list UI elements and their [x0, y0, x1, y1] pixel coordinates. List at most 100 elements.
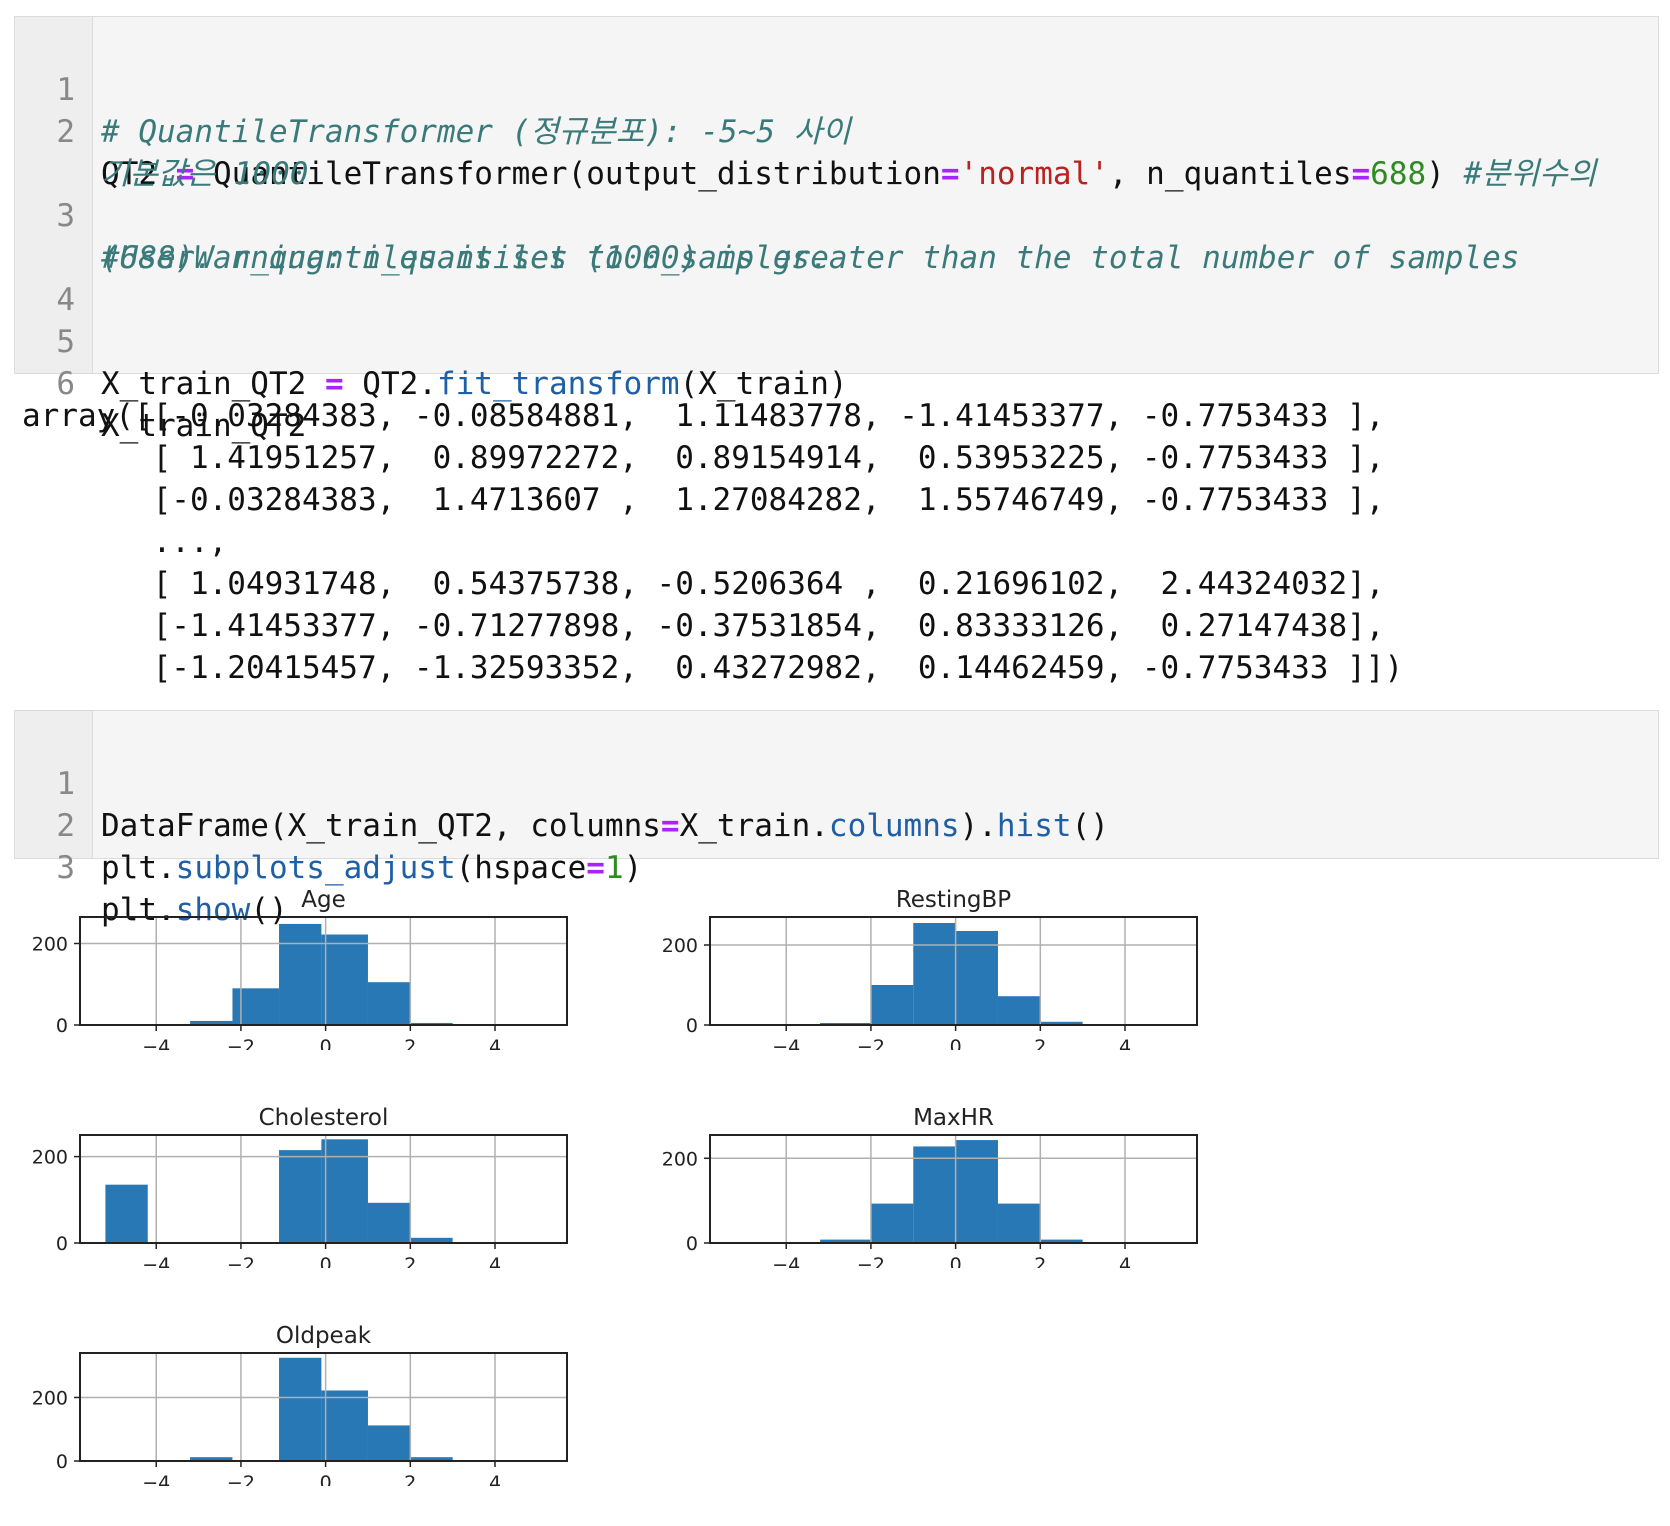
y-tick-label: 0	[686, 1015, 698, 1037]
axes-frame	[709, 916, 1198, 1026]
histogram-bar	[955, 931, 998, 1025]
histogram-bar	[1040, 1021, 1083, 1025]
x-tick-label: 0	[320, 1036, 332, 1050]
code-function: fit_transform	[436, 366, 680, 402]
code-token: )	[623, 850, 643, 886]
x-tick-label: −4	[772, 1254, 800, 1268]
code-comment: #분위수의	[1463, 156, 1597, 192]
code-token: (X_train)	[679, 366, 848, 402]
axes-frame	[79, 916, 568, 1026]
line-number: 6	[56, 366, 75, 402]
x-tick-label: −4	[142, 1472, 170, 1486]
axes-frame	[79, 1352, 568, 1462]
line-number: 5	[56, 324, 75, 360]
x-tick-label: −2	[227, 1036, 255, 1050]
histogram-bar	[820, 1239, 871, 1243]
code-comment: (688). n_quantiles is set to n_samples.	[101, 240, 829, 276]
code-line-1: # QuantileTransformer (정규분포): -5~5 사이	[101, 111, 851, 153]
code-operator: =	[660, 808, 680, 844]
code-token: X_train_QT2	[101, 366, 325, 402]
histogram-bar	[279, 923, 322, 1025]
line-number: 3	[56, 850, 75, 886]
axes-frame	[79, 1134, 568, 1244]
code-token: X_train_QT2	[101, 408, 307, 444]
x-tick-label: 2	[404, 1472, 416, 1486]
y-tick-label: 200	[662, 1148, 698, 1170]
x-tick-label: 2	[404, 1036, 416, 1050]
histogram-bar	[321, 1139, 368, 1243]
x-tick-label: 0	[950, 1254, 962, 1268]
code-comment: #UserWarning: n_quantiles (1000) is grea…	[101, 240, 1520, 276]
y-tick-label: 200	[32, 933, 68, 955]
x-tick-label: −2	[227, 1472, 255, 1486]
code-operator: =	[586, 850, 605, 886]
chart-title: MaxHR	[913, 1105, 994, 1131]
code-token: )	[1426, 156, 1464, 192]
line-number-gutter	[15, 17, 93, 373]
x-tick-label: −2	[857, 1036, 885, 1050]
y-tick-label: 200	[32, 1387, 68, 1409]
y-tick-label: 200	[32, 1147, 68, 1169]
code-line-5: X_train_QT2 = QT2.fit_transform(X_train)	[101, 363, 848, 405]
code-operator: =	[324, 366, 344, 402]
x-tick-label: −4	[772, 1036, 800, 1050]
code-token: , n_quantiles	[1108, 156, 1352, 192]
code-cell-2[interactable]: 1 DataFrame(X_train_QT2, columns=X_train…	[14, 710, 1659, 928]
axes-frame	[709, 1134, 1198, 1244]
histogram-bar	[367, 1425, 411, 1461]
code-token: ).	[959, 808, 997, 844]
code-line-3: #UserWarning: n_quantiles (1000) is grea…	[101, 237, 1519, 279]
line-number: 1	[56, 766, 75, 802]
code-line-2: QT2 = QuantileTransformer(output_distrib…	[101, 153, 1596, 195]
x-tick-label: 0	[320, 1254, 332, 1268]
histogram-bar	[870, 1203, 914, 1243]
code-number: 688	[1370, 156, 1427, 192]
chart-title: Oldpeak	[276, 1323, 372, 1349]
code-operator: =	[1351, 156, 1371, 192]
code-token: ()	[250, 892, 288, 928]
line-number: 3	[56, 198, 75, 234]
histogram-bar	[279, 1150, 322, 1243]
line-number: 4	[56, 282, 75, 318]
histogram-bar	[997, 1203, 1041, 1243]
histogram-bar	[913, 1146, 956, 1243]
x-tick-label: 2	[1034, 1036, 1046, 1050]
code-token: (hspace	[455, 850, 587, 886]
code-line-2-wrap: 기본값은 1000	[101, 153, 308, 195]
code-token: QT2.	[343, 366, 437, 402]
code-string: 'normal'	[959, 156, 1109, 192]
x-tick-label: 2	[1034, 1254, 1046, 1268]
chart-title: RestingBP	[896, 887, 1011, 913]
x-tick-label: 4	[1119, 1254, 1131, 1268]
histogram-bar	[410, 1457, 453, 1461]
y-tick-label: 0	[56, 1451, 68, 1473]
histogram-bar	[321, 1390, 368, 1461]
code-function: hist	[996, 808, 1072, 844]
code-number: 1	[604, 850, 624, 886]
histogram-bar	[279, 1357, 322, 1461]
x-tick-label: 0	[950, 1036, 962, 1050]
code-cell-1[interactable]: 1 # QuantileTransformer (정규분포): -5~5 사이 …	[14, 16, 1659, 444]
chart-title: Age	[301, 887, 345, 913]
code-comment: # QuantileTransformer (정규분포): -5~5 사이	[101, 114, 851, 150]
histogram-bar	[1040, 1239, 1083, 1243]
code-function: show	[175, 892, 251, 928]
line-number: 1	[56, 72, 75, 108]
x-tick-label: −2	[857, 1254, 885, 1268]
code-token: ()	[1071, 808, 1109, 844]
x-tick-label: 4	[489, 1254, 501, 1268]
x-tick-label: −4	[142, 1254, 170, 1268]
x-tick-label: −2	[227, 1254, 255, 1268]
code-line-3: plt.show()	[101, 889, 288, 931]
code-line-1: DataFrame(X_train_QT2, columns=X_train.c…	[101, 805, 1109, 847]
histogram-bar	[232, 988, 280, 1025]
code-line-2: plt.subplots_adjust(hspace=1)	[101, 847, 642, 889]
code-token: QT2	[101, 156, 176, 192]
code-comment: 기본값은 1000	[101, 156, 309, 192]
code-operator: =	[175, 156, 195, 192]
y-tick-label: 0	[56, 1233, 68, 1255]
